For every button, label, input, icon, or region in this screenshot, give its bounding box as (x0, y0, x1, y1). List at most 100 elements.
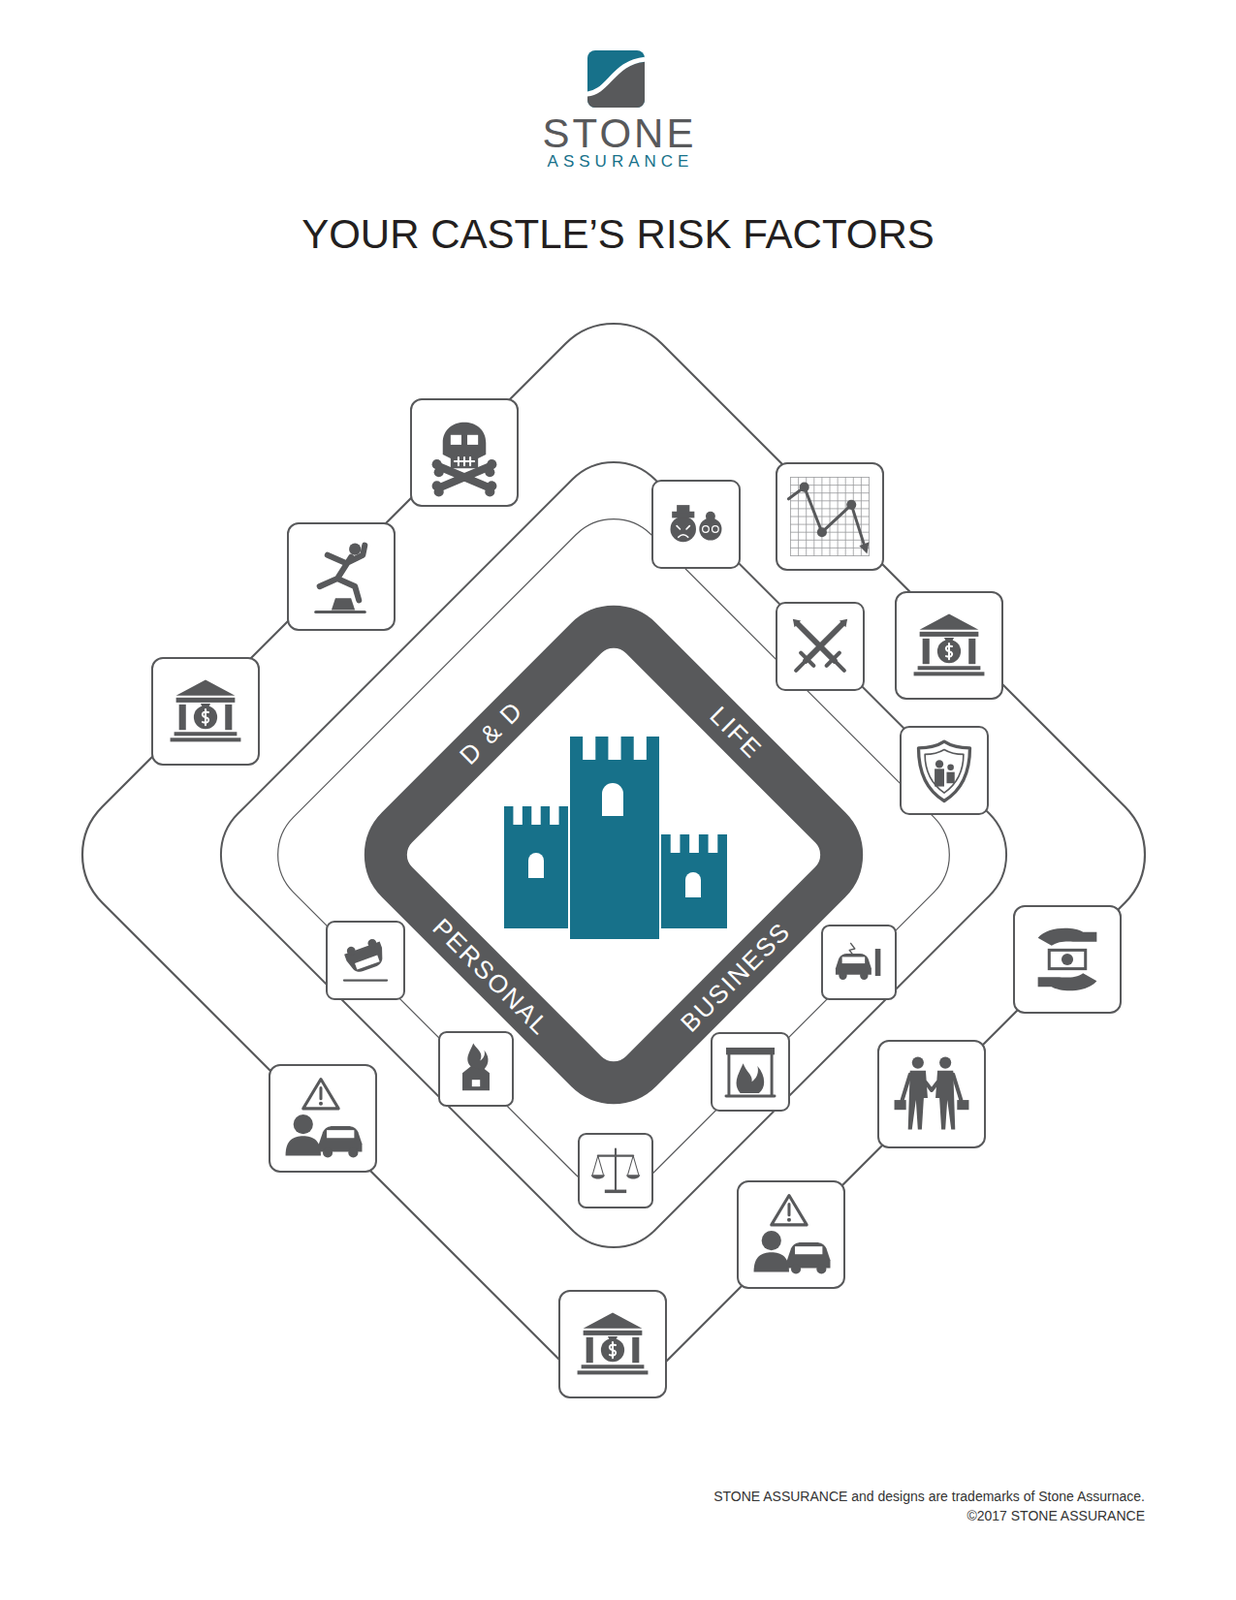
icon-shape (922, 638, 930, 665)
icon-shape (968, 638, 976, 665)
risk-rings (54, 295, 1173, 1415)
icon-shape (200, 703, 211, 708)
icon-shape (918, 665, 982, 670)
icon-shape (170, 737, 242, 742)
icon-shape (934, 768, 945, 787)
icon-shape (604, 1190, 627, 1194)
icon-shape (174, 731, 238, 736)
icon-shape (484, 486, 495, 497)
icon-shape (179, 704, 187, 730)
icon-shape (946, 643, 952, 660)
bank-icon (152, 658, 259, 765)
icon-shape (792, 619, 801, 628)
brand-name: STONE (0, 113, 1236, 155)
swords-icon (776, 602, 864, 691)
icon-box (776, 463, 884, 571)
icon-shape (344, 941, 387, 976)
copyright-note: ©2017 STONE ASSURANCE (966, 1509, 1145, 1523)
accident-icon (269, 1065, 377, 1173)
icon-shape (1061, 953, 1074, 966)
icon-shape (434, 486, 444, 497)
icon-box (559, 1291, 666, 1398)
slip-icon (287, 523, 395, 631)
band-outline (361, 602, 866, 1108)
title: YOUR CASTLE’S RISK FACTORS (0, 214, 1236, 255)
icon-shape (1038, 928, 1098, 947)
icon-shape (791, 532, 870, 534)
icon-box (878, 1041, 985, 1148)
castle-window (528, 853, 544, 879)
icon-shape (791, 516, 870, 518)
icon-shape (939, 1057, 951, 1070)
icon-shape (1047, 949, 1087, 971)
icon-box (776, 602, 864, 691)
castle-merlon (504, 806, 513, 826)
icon-shape (1038, 973, 1098, 991)
castle-tower (570, 760, 660, 940)
icon-shape (193, 705, 218, 729)
castle-merlon (621, 736, 634, 761)
icon-shape (331, 598, 355, 610)
icon-box (411, 399, 518, 507)
handshake-icon (878, 1041, 985, 1148)
hands-icon (1014, 906, 1121, 1014)
icon-shape (354, 954, 381, 970)
chart-icon (776, 463, 884, 571)
icon-shape (318, 1126, 363, 1152)
icon-shape (791, 547, 870, 549)
icon-shape (817, 527, 827, 538)
logo-swoosh (587, 59, 645, 95)
castle-tower (661, 853, 728, 929)
icon-shape (736, 1063, 765, 1094)
icon-shape (319, 545, 366, 602)
icon-shape (632, 1337, 639, 1363)
icon-shape (842, 956, 865, 964)
accident-icon (737, 1181, 845, 1289)
icon-box (326, 921, 405, 1000)
icon-shape (434, 467, 444, 477)
castle-illustration (504, 736, 728, 940)
icon-shape (176, 680, 236, 697)
icon-shape (1050, 951, 1084, 968)
icon-shape (838, 972, 847, 981)
icon-shape (835, 953, 872, 976)
icon-shape (581, 1364, 645, 1369)
icon-shape (944, 637, 954, 642)
icon-shape (303, 1079, 339, 1110)
icon-shape (846, 500, 856, 510)
carbroken-icon (822, 925, 896, 1000)
icon-shape (791, 555, 870, 557)
band-label: PERSONAL (428, 914, 555, 1041)
fireshop-icon (711, 1033, 790, 1111)
icon-shape (858, 541, 869, 554)
icon-shape (583, 1331, 643, 1336)
icon-shape (348, 1147, 358, 1158)
icon-shape (791, 1264, 801, 1274)
icon-shape (467, 435, 478, 445)
castle-merlon (559, 806, 569, 826)
icon-box (900, 727, 988, 815)
shield-icon (900, 727, 988, 815)
icon-shape (935, 760, 944, 768)
icon-shape (467, 1043, 488, 1071)
icon-shape (676, 505, 690, 513)
icon-shape (326, 1130, 354, 1139)
icon-shape (318, 1088, 322, 1100)
icon-shape (894, 1100, 907, 1110)
castle-merlon (522, 806, 532, 826)
bank-icon (559, 1291, 666, 1398)
icon-shape (609, 1342, 616, 1359)
icon-shape (919, 741, 971, 801)
castle-merlon (661, 834, 671, 855)
icon-box (578, 1134, 653, 1208)
risk-band: D & DLIFEPERSONALBUSINESS (361, 602, 866, 1108)
icon-shape (443, 422, 487, 470)
icon-shape (754, 1252, 790, 1272)
icon-box (737, 1181, 845, 1289)
icon-shape (705, 511, 716, 522)
brand-tagline: ASSURANCE (0, 153, 1236, 170)
icon-shape (726, 1047, 775, 1055)
icon-shape (346, 946, 357, 957)
icon-shape (176, 697, 236, 703)
